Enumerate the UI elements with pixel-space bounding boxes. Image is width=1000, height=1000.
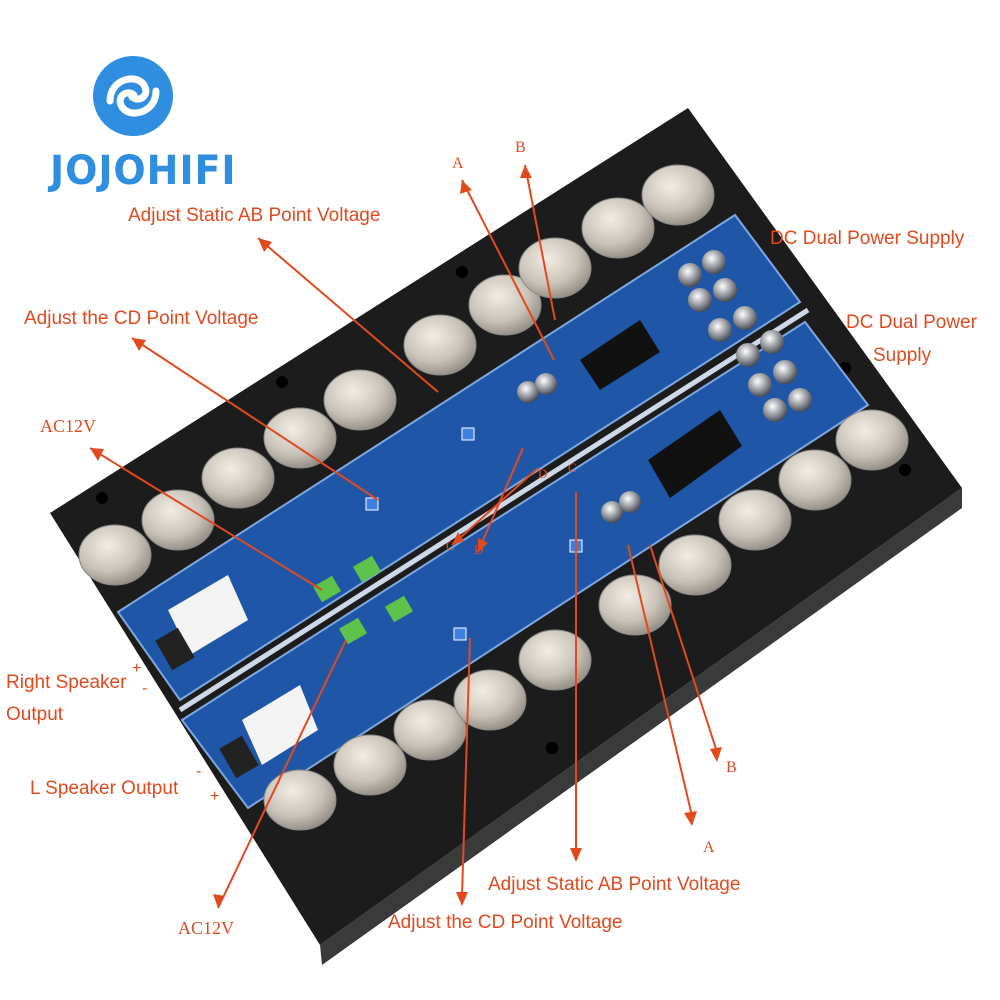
label-ac12v-bottom: AC12V xyxy=(178,918,235,938)
polarity-minus-1: - xyxy=(142,680,148,697)
polarity-minus-2: - xyxy=(196,763,202,780)
swirl-logo-icon xyxy=(93,56,173,136)
point-c2: C xyxy=(568,460,577,475)
point-a-bottom: A xyxy=(703,839,715,856)
label-dc-supply-2-line2: Supply xyxy=(873,345,932,366)
point-a-top: A xyxy=(452,155,464,172)
label-cd-top: Adjust the CD Point Voltage xyxy=(24,308,259,329)
polarity-plus-1: + xyxy=(132,660,142,677)
label-static-ab-top: Adjust Static AB Point Voltage xyxy=(128,205,381,226)
label-right-speaker-line2: Output xyxy=(6,704,64,725)
point-d1: D xyxy=(474,542,484,557)
label-cd-bottom: Adjust the CD Point Voltage xyxy=(388,912,623,933)
label-static-ab-bottom: Adjust Static AB Point Voltage xyxy=(488,874,741,895)
label-dc-supply-1: DC Dual Power Supply xyxy=(770,228,965,249)
label-ac12v-top: AC12V xyxy=(40,416,97,436)
polarity-plus-2: + xyxy=(210,788,220,805)
point-b-bottom: B xyxy=(726,759,737,776)
label-right-speaker-line1: Right Speaker xyxy=(6,672,127,693)
label-l-speaker: L Speaker Output xyxy=(30,778,179,799)
point-b-top: B xyxy=(515,139,526,156)
label-dc-supply-2-line1: DC Dual Power xyxy=(846,312,977,333)
point-c1: C xyxy=(446,538,455,553)
point-d2: D xyxy=(538,466,548,481)
brand-name: JOJOHIFI xyxy=(50,148,237,194)
